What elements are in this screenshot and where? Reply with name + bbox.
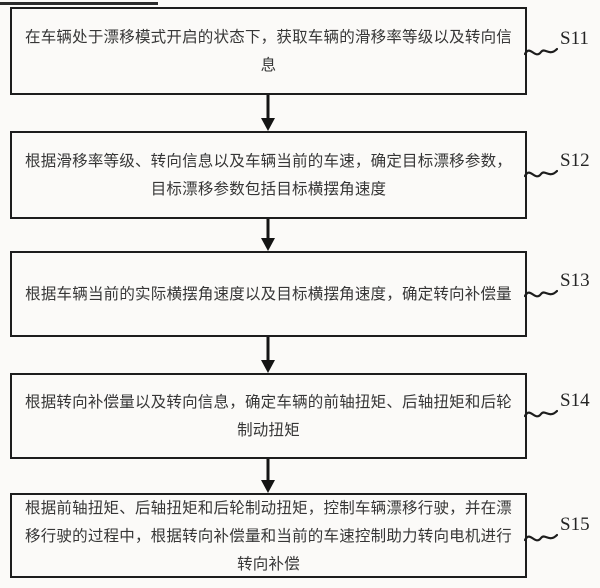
step-box-s12: 根据滑移率等级、转向信息以及车辆当前的车速，确定目标漂移参数，目标漂移参数包括目… [10, 131, 527, 219]
page-edge-artifact-line [0, 2, 158, 5]
step-text-s12: 根据滑移率等级、转向信息以及车辆当前的车速，确定目标漂移参数，目标漂移参数包括目… [25, 152, 512, 198]
step-box-s11: 在车辆处于漂移模式开启的状态下，获取车辆的滑移率等级以及转向信息 [10, 7, 527, 95]
step-label-s13: S13 [560, 270, 590, 291]
squiggle-connector-icon [524, 533, 558, 542]
squiggle-connector-icon [524, 169, 558, 178]
down-arrow-icon-2 [261, 219, 275, 251]
step-text-s15: 根据前轴扭矩、后轴扭矩和后轮制动扭矩，控制车辆漂移行驶，并在漂移行驶的过程中，根… [25, 498, 512, 573]
down-arrow-icon-1 [261, 95, 275, 131]
step-callout-s13: S13 [524, 270, 590, 305]
step-label-s12: S12 [560, 150, 590, 171]
step-label-s11: S11 [560, 28, 589, 49]
step-label-s14: S14 [560, 390, 590, 411]
step-box-s15: 根据前轴扭矩、后轴扭矩和后轮制动扭矩，控制车辆漂移行驶，并在漂移行驶的过程中，根… [10, 493, 527, 578]
step-callout-s15: S15 [524, 514, 590, 549]
step-box-s13: 根据车辆当前的实际横摆角速度以及目标横摆角速度，确定转向补偿量 [10, 251, 527, 337]
down-arrow-icon-3 [261, 337, 275, 373]
step-text-s14: 根据转向补偿量以及转向信息，确定车辆的前轴扭矩、后轴扭矩和后轮制动扭矩 [25, 393, 512, 439]
squiggle-connector-icon [524, 409, 558, 418]
step-text-s13: 根据车辆当前的实际横摆角速度以及目标横摆角速度，确定转向补偿量 [25, 285, 512, 303]
step-callout-s12: S12 [524, 150, 590, 185]
step-box-s14: 根据转向补偿量以及转向信息，确定车辆的前轴扭矩、后轴扭矩和后轮制动扭矩 [10, 373, 527, 459]
squiggle-connector-icon [524, 289, 558, 298]
step-callout-s14: S14 [524, 390, 590, 425]
step-label-s15: S15 [560, 514, 590, 535]
step-text-s11: 在车辆处于漂移模式开启的状态下，获取车辆的滑移率等级以及转向信息 [25, 28, 512, 74]
step-callout-s11: S11 [524, 28, 589, 63]
down-arrow-icon-4 [261, 459, 275, 493]
squiggle-connector-icon [524, 47, 558, 56]
